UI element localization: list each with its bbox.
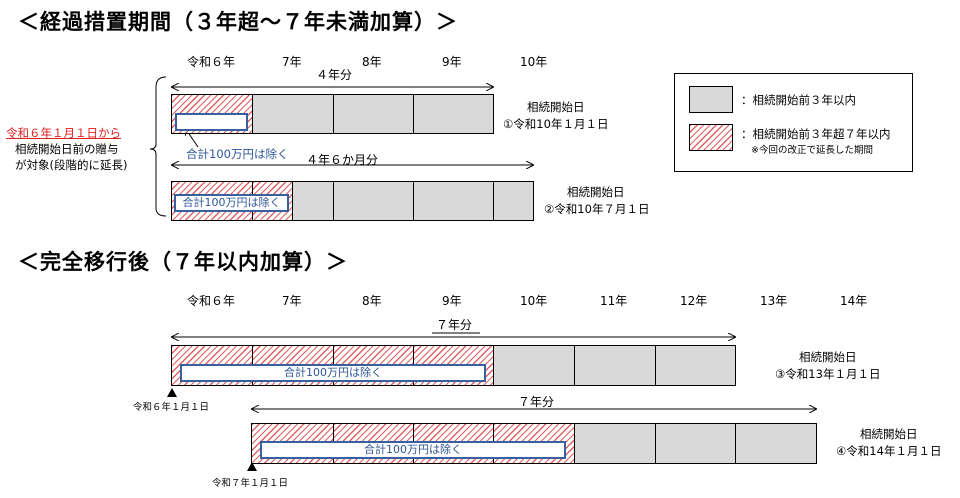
side-note-line: 相続開始日前の贈与 [15, 142, 119, 156]
gray-year-cell [493, 345, 575, 386]
gray-half-year-cell [493, 181, 534, 221]
year-label: 12年 [680, 294, 708, 308]
year-label: 11年 [600, 294, 628, 308]
start-marker-3 [167, 388, 177, 397]
gray-half-year-cell [292, 181, 334, 221]
heading-transition: ＜経過措置期間（３年超～７年未満加算）＞ [18, 10, 458, 34]
year-label: 9年 [442, 294, 462, 308]
year-label: 令和６年 [187, 55, 236, 69]
left-bracket [149, 76, 167, 217]
legend-hatch-label: ：相続開始前３年超７年以内 [741, 127, 891, 141]
inheritance-date-value: ①令和10年１月１日 [503, 117, 609, 131]
year-label: 14年 [840, 294, 868, 308]
legend-gray-label: ：相続開始前３年以内 [741, 93, 856, 107]
span-label: ７年分 [436, 318, 473, 332]
inheritance-date-label: 相続開始日 [527, 100, 585, 114]
gray-year-cell [413, 181, 494, 221]
legend: ：相続開始前３年以内 ：相続開始前３年超７年以内 ※今回の改正で延長した期間 [674, 73, 913, 172]
year-label: 7年 [282, 294, 302, 308]
gray-year-cell [735, 423, 817, 464]
gray-year-cell [574, 423, 656, 464]
start-date-label: 令和６年１月１日 [133, 402, 210, 413]
span-label: ７年分 [518, 395, 555, 409]
gray-year-cell [413, 94, 494, 134]
gray-year-cell [333, 181, 414, 221]
inheritance-date-label: 相続開始日 [567, 185, 625, 199]
inheritance-date-label: 相続開始日 [799, 350, 857, 364]
inheritance-date-value: ③令和13年１月１日 [775, 367, 881, 381]
exclude-box: 合計100万円は除く [180, 364, 486, 382]
span-label: ４年６か月分 [306, 153, 379, 167]
legend-hatch-swatch [689, 124, 733, 151]
inheritance-date-value: ②令和10年７月１日 [544, 202, 650, 216]
gray-year-cell [333, 94, 414, 134]
year-label: 13年 [760, 294, 788, 308]
legend-gray-swatch [689, 86, 733, 113]
heading-full: ＜完全移行後（７年以内加算）＞ [18, 250, 348, 274]
year-label: 8年 [362, 55, 382, 69]
year-label: 令和６年 [187, 294, 236, 308]
side-note-start-date: 令和６年１月１日から [6, 126, 121, 140]
gray-year-cell [574, 345, 656, 386]
gray-year-cell [655, 423, 736, 464]
gray-year-cell [252, 94, 334, 134]
year-label: 10年 [520, 55, 548, 69]
inheritance-date-value: ④令和14年１月１日 [836, 444, 942, 458]
start-date-label: 令和７年１月１日 [212, 478, 289, 489]
side-note-line: が対象(段階的に延長) [15, 158, 128, 172]
exclude-box: 合計100万円は除く [174, 194, 289, 212]
exclude-box: 合計100万円は除く [260, 441, 566, 459]
start-marker-4 [247, 462, 257, 471]
span-label: ４年分 [316, 68, 353, 82]
gray-year-cell [655, 345, 736, 386]
year-label: 10年 [520, 294, 548, 308]
exclude-box [175, 113, 248, 131]
exclude-label: 合計100万円は除く [186, 147, 289, 161]
year-label: 7年 [282, 55, 302, 69]
legend-hatch-note: ※今回の改正で延長した期間 [751, 145, 873, 156]
inheritance-date-label: 相続開始日 [860, 427, 918, 441]
year-label: 9年 [442, 55, 462, 69]
year-label: 8年 [362, 294, 382, 308]
